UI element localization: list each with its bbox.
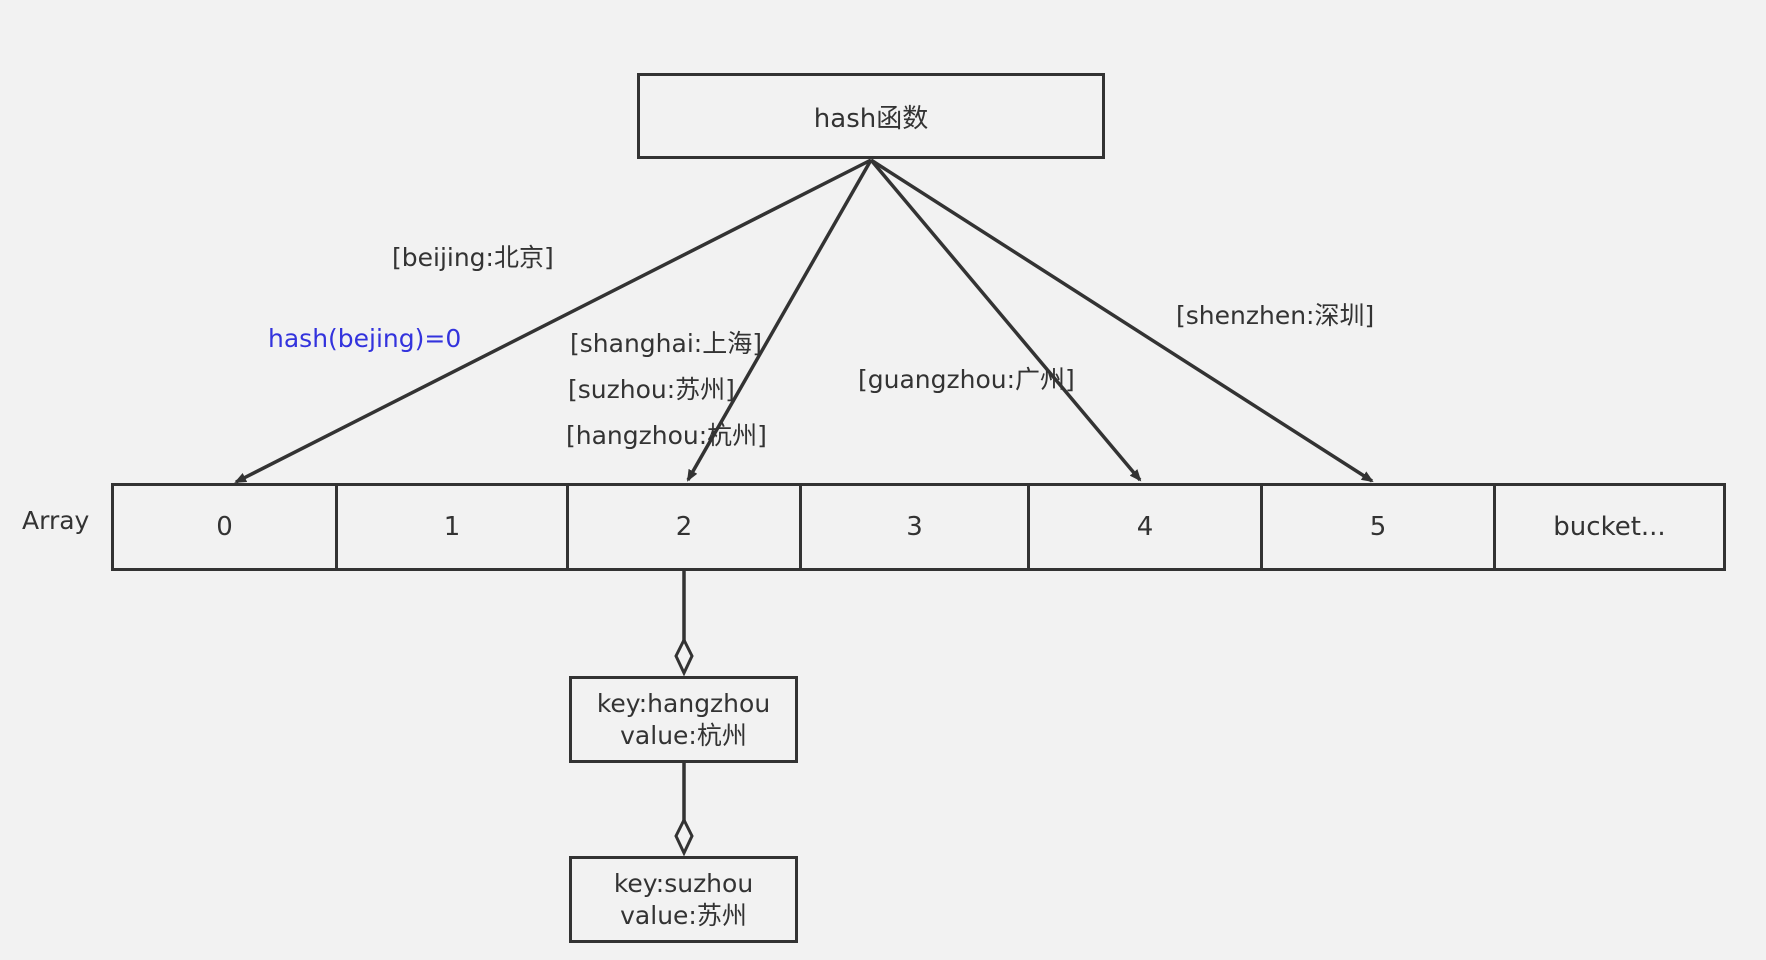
bucket-2: 2 bbox=[566, 483, 802, 571]
bucket-0: 0 bbox=[111, 483, 338, 571]
chain-node-suzhou-key: key:suzhou bbox=[613, 868, 754, 898]
bucket-3: 3 bbox=[799, 483, 1030, 571]
bucket-1-label: 1 bbox=[443, 512, 461, 542]
edge-label-suzhou: [suzhou:苏州] bbox=[568, 375, 735, 404]
hash-function-box: hash函数 bbox=[637, 73, 1105, 159]
chain-node-hangzhou-value: value:杭州 bbox=[620, 720, 747, 750]
chain-node-hangzhou: key:hangzhou value:杭州 bbox=[569, 676, 798, 763]
chain-node-suzhou-value: value:苏州 bbox=[620, 900, 747, 930]
bucket-more: bucket... bbox=[1493, 483, 1726, 571]
bucket-more-label: bucket... bbox=[1553, 512, 1666, 542]
chain-node-suzhou: key:suzhou value:苏州 bbox=[569, 856, 798, 943]
arrow-to-bucket-5 bbox=[870, 158, 1374, 483]
arrow-to-bucket-0 bbox=[234, 158, 872, 484]
bucket-4: 4 bbox=[1027, 483, 1263, 571]
chain-node-hangzhou-key: key:hangzhou bbox=[596, 688, 771, 718]
edge-label-hash-example: hash(bejing)=0 bbox=[268, 324, 462, 353]
edge-label-shanghai: [shanghai:上海] bbox=[570, 329, 762, 358]
bucket-1: 1 bbox=[335, 483, 569, 571]
bucket-2-label: 2 bbox=[675, 512, 693, 542]
bucket-0-label: 0 bbox=[216, 512, 233, 542]
bucket-5-label: 5 bbox=[1369, 512, 1387, 542]
array-label: Array bbox=[22, 506, 90, 535]
bucket-5: 5 bbox=[1260, 483, 1496, 571]
aggregation-diamond-2 bbox=[674, 816, 694, 857]
edge-label-hangzhou: [hangzhou:杭州] bbox=[566, 421, 767, 450]
hash-function-label: hash函数 bbox=[813, 103, 929, 134]
arrow-to-bucket-2 bbox=[686, 159, 873, 482]
edge-label-beijing: [beijing:北京] bbox=[392, 243, 554, 272]
arrow-to-bucket-4 bbox=[869, 158, 1142, 482]
aggregation-diamond-1 bbox=[674, 636, 694, 677]
bucket-4-label: 4 bbox=[1136, 512, 1154, 542]
bucket-3-label: 3 bbox=[906, 512, 923, 542]
edge-label-guangzhou: [guangzhou:广州] bbox=[858, 365, 1075, 394]
edge-label-shenzhen: [shenzhen:深圳] bbox=[1176, 301, 1375, 330]
